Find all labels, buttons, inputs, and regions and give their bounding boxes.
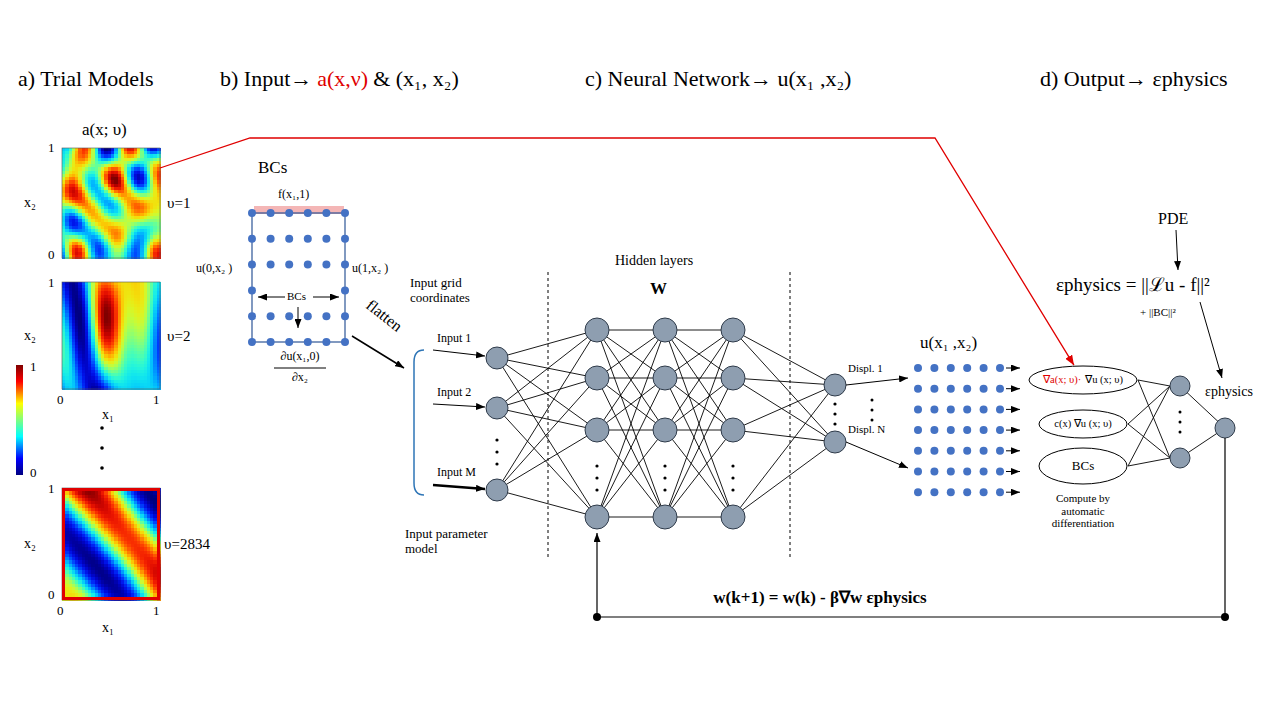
- field-image: [62, 282, 161, 390]
- image-frame: [62, 148, 160, 258]
- field-image: [62, 148, 161, 259]
